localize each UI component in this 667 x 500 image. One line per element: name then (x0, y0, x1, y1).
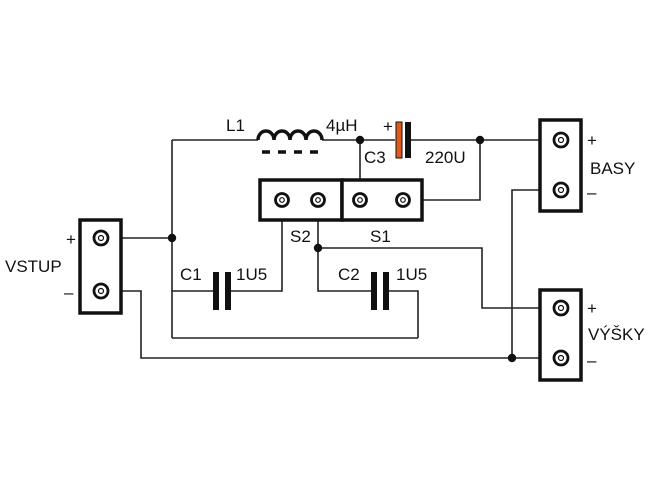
switch-block: S2 S1 (258, 178, 424, 246)
c3-ref: C3 (364, 148, 386, 167)
capacitor-c3: + C3 220U (364, 117, 466, 167)
bass-label: BASY (590, 159, 635, 178)
c3-polarity: + (383, 117, 393, 136)
capacitor-c1: C1 1U5 (180, 265, 267, 310)
input-connector: + – VSTUP (5, 218, 123, 315)
switch-s1-label: S1 (370, 227, 391, 246)
input-minus-sign: – (64, 283, 74, 302)
c2-value: 1U5 (396, 265, 427, 284)
inductor-l1: L1 4µH (226, 116, 358, 154)
treble-plus-sign: + (587, 299, 597, 318)
junctions (167, 135, 517, 363)
junction-dot (313, 243, 323, 253)
treble-connector: + – VÝŠKY (538, 288, 645, 382)
bass-plus-sign: + (587, 131, 597, 150)
wires (121, 139, 543, 359)
treble-minus-sign: – (587, 351, 597, 370)
bass-connector: + – BASY (538, 118, 635, 213)
capacitor-c2: C2 1U5 (338, 265, 427, 310)
junction-dot (355, 135, 365, 145)
junction-dot (475, 135, 485, 145)
c2-ref: C2 (338, 265, 360, 284)
switch-s2-label: S2 (290, 227, 311, 246)
input-plus-sign: + (66, 230, 76, 249)
inductor-ref: L1 (226, 116, 245, 135)
inductor-value: 4µH (326, 116, 358, 135)
c1-ref: C1 (180, 265, 202, 284)
c1-value: 1U5 (236, 265, 267, 284)
c3-value: 220U (425, 148, 466, 167)
junction-dot (507, 353, 517, 363)
c3-negative-plate (405, 122, 411, 158)
input-label: VSTUP (5, 257, 62, 276)
bass-minus-sign: – (587, 183, 597, 202)
junction-dot (167, 233, 177, 243)
treble-label: VÝŠKY (588, 325, 645, 344)
c3-positive-plate (395, 121, 403, 159)
